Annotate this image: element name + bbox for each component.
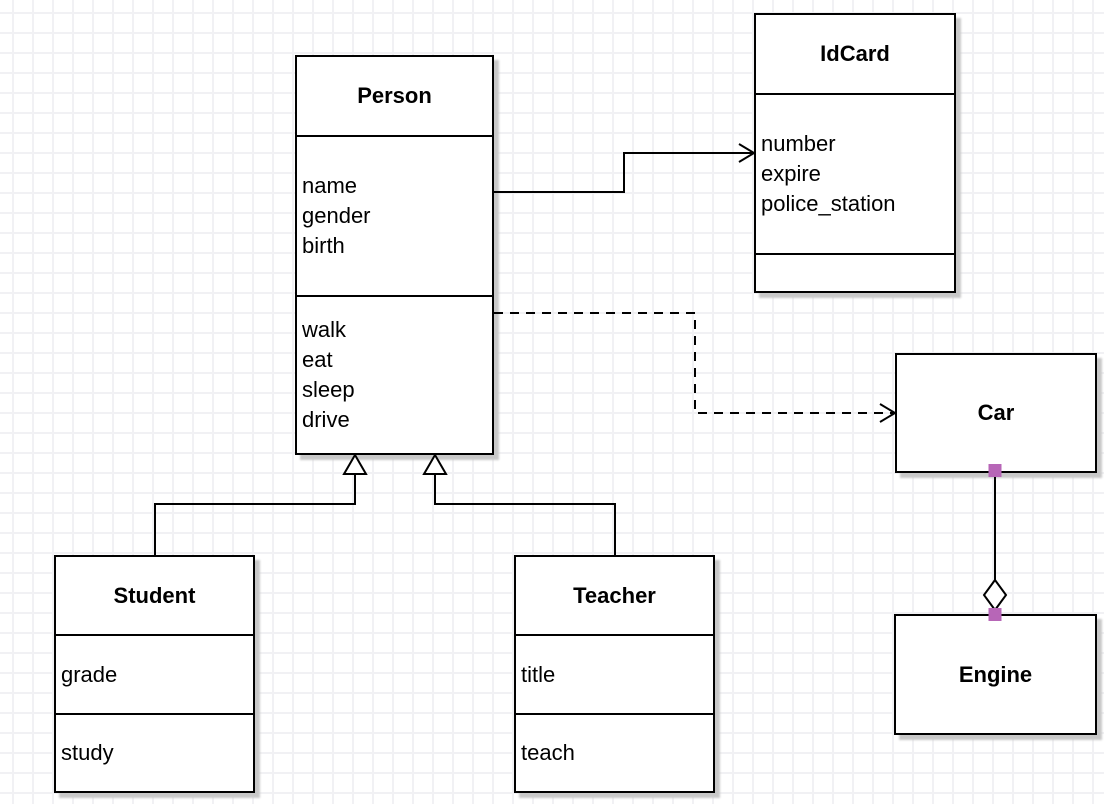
connector-student-person[interactable] [154,453,368,555]
connector-person-car[interactable] [494,312,897,423]
methods-section-teacher: teach [516,713,713,791]
attribute: number [761,131,836,156]
class-box-engine[interactable]: Engine [894,614,1097,735]
attributes-section-student: grade [56,634,253,713]
attribute: birth [302,233,345,258]
class-title-teacher: Teacher [573,582,656,608]
class-title-engine: Engine [958,661,1033,687]
method: walk [302,317,347,342]
methods-section-idcard [756,253,954,291]
attribute: gender [302,203,371,228]
open-arrow-icon [879,403,897,423]
open-arrow-icon [738,143,756,163]
aggregation-diamond-icon [982,578,1008,612]
class-box-idcard[interactable]: IdCard number expire police_station [754,13,956,293]
class-box-car[interactable]: Car [895,353,1097,473]
connector-car-engine[interactable] [982,464,1008,621]
attribute: name [302,173,358,198]
attribute: title [521,661,556,687]
class-title-student: Student [113,582,196,608]
method: teach [521,740,575,765]
method: sleep [302,377,355,402]
generalization-triangle-icon [422,453,448,475]
attributes-section-person: name gender birth [297,135,492,295]
attribute: grade [61,661,118,687]
connector-person-idcard[interactable] [494,143,756,193]
class-box-student[interactable]: Student grade study [54,555,255,793]
methods-section-person: walk eat sleep drive [297,295,492,453]
method: eat [302,347,333,372]
attributes-section-teacher: title [516,634,713,713]
connector-teacher-person[interactable] [422,453,616,555]
class-box-person[interactable]: Person name gender birth walk eat sleep … [295,55,494,455]
methods-section-student: study [56,713,253,791]
class-title-car: Car [977,400,1015,425]
class-title-idcard: IdCard [820,41,890,66]
class-box-teacher[interactable]: Teacher title teach [514,555,715,793]
method: study [61,740,114,765]
attribute: expire [761,161,821,186]
generalization-triangle-icon [342,453,368,475]
attributes-section-idcard: number expire police_station [756,93,954,253]
class-title-person: Person [357,83,432,108]
attribute: police_station [761,191,896,216]
method: drive [302,407,350,432]
